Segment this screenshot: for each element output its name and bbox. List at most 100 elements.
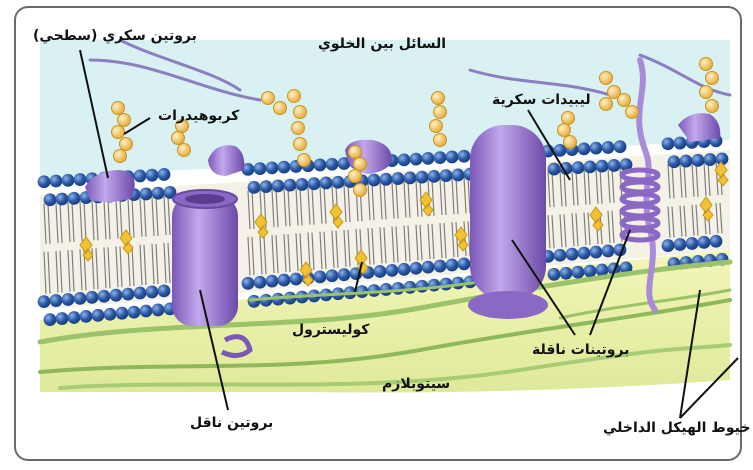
sugar-unit (112, 102, 125, 115)
lipid-head (596, 160, 609, 173)
lipid-head (86, 291, 99, 304)
lipid-head (62, 174, 75, 187)
lipid-head (290, 273, 303, 286)
lipid-head (704, 153, 717, 166)
lipid-head (278, 274, 291, 287)
lipid-head (446, 259, 459, 272)
lipid-head (686, 237, 699, 250)
sugar-unit (618, 94, 631, 107)
sugar-unit (354, 158, 367, 171)
lipid-head (158, 284, 171, 297)
lipid-head (92, 309, 105, 322)
lipid-head (38, 175, 51, 188)
sugar-unit (354, 184, 367, 197)
lipid-head (680, 155, 693, 168)
lipid-head (590, 142, 603, 155)
label-cytoplasm: سيتوبلازم (382, 376, 450, 392)
lipid-head (560, 267, 573, 280)
lipid-head (398, 263, 411, 276)
lipid-head (416, 280, 429, 293)
lipid-head (104, 308, 117, 321)
lipid-head (452, 169, 465, 182)
lipid-head (458, 150, 471, 163)
lipid-head (98, 290, 111, 303)
lipid-head (590, 246, 603, 259)
lipid-head (608, 159, 621, 172)
lipid-head (698, 236, 711, 249)
lipid-head (56, 193, 69, 206)
lipid-head (38, 295, 51, 308)
sugar-unit (118, 114, 131, 127)
sugar-unit (349, 170, 362, 183)
lipid-head (254, 162, 267, 175)
lipid-head (572, 266, 585, 279)
lipid-head (140, 305, 153, 318)
lipid-head (134, 287, 147, 300)
lipid-head (260, 180, 273, 193)
sugar-unit (706, 100, 719, 113)
lipid-head (50, 294, 63, 307)
sugar-unit (114, 150, 127, 163)
sugar-unit (430, 120, 443, 133)
lipid-head (458, 258, 471, 271)
lipid-head (68, 192, 81, 205)
lipid-head (422, 261, 435, 274)
sugar-unit (294, 138, 307, 151)
sugar-unit (600, 98, 613, 111)
sugar-unit (112, 126, 125, 139)
lipid-head (266, 161, 279, 174)
lipid-head (284, 179, 297, 192)
lipid-head (44, 313, 57, 326)
lipid-head (422, 152, 435, 165)
sugar-unit (432, 92, 445, 105)
label-cytoskeleton: خيوط الهيكل الداخلي (603, 420, 750, 436)
lipid-head (392, 172, 405, 185)
lipid-head (314, 159, 327, 172)
lipid-head (56, 312, 69, 325)
label-cholesterol: كوليسترول (292, 322, 369, 338)
sugar-unit (700, 58, 713, 71)
lipid-head (146, 286, 159, 299)
lipid-head (434, 260, 447, 273)
lipid-head (266, 275, 279, 288)
lipid-head (602, 141, 615, 154)
lipid-head (416, 171, 429, 184)
lipid-head (326, 269, 339, 282)
lipid-head (278, 161, 291, 174)
lipid-head (146, 169, 159, 182)
lipid-head (326, 158, 339, 171)
sugar-unit (294, 106, 307, 119)
lipid-head (338, 268, 351, 281)
lipid-head (548, 268, 561, 281)
lipid-head (380, 173, 393, 186)
sugar-unit (626, 106, 639, 119)
lipid-head (398, 153, 411, 166)
lipid-head (332, 176, 345, 189)
sugar-unit (288, 90, 301, 103)
lipid-head (152, 187, 165, 200)
lipid-head (116, 307, 129, 320)
sugar-unit (349, 146, 362, 159)
lipid-head (140, 188, 153, 201)
lipid-head (254, 276, 267, 289)
lipid-head (308, 177, 321, 190)
lipid-head (446, 151, 459, 164)
sugar-unit (562, 112, 575, 125)
lipid-head (44, 193, 57, 206)
lipid-head (668, 155, 681, 168)
lipid-head (614, 140, 627, 153)
lipid-head (80, 310, 93, 323)
lipid-head (440, 169, 453, 182)
sugar-unit (706, 72, 719, 85)
lipid-head (584, 265, 597, 278)
sugar-unit (172, 132, 185, 145)
lipid-head (548, 163, 561, 176)
lipid-head (320, 177, 333, 190)
lipid-head (296, 178, 309, 191)
lipid-head (410, 262, 423, 275)
lipid-head (428, 279, 441, 292)
label-transport-proteins: بروتينات ناقلة (532, 342, 629, 358)
lipid-head (392, 282, 405, 295)
sugar-unit (558, 124, 571, 137)
label-transport-protein: بروتين ناقل (190, 415, 273, 431)
